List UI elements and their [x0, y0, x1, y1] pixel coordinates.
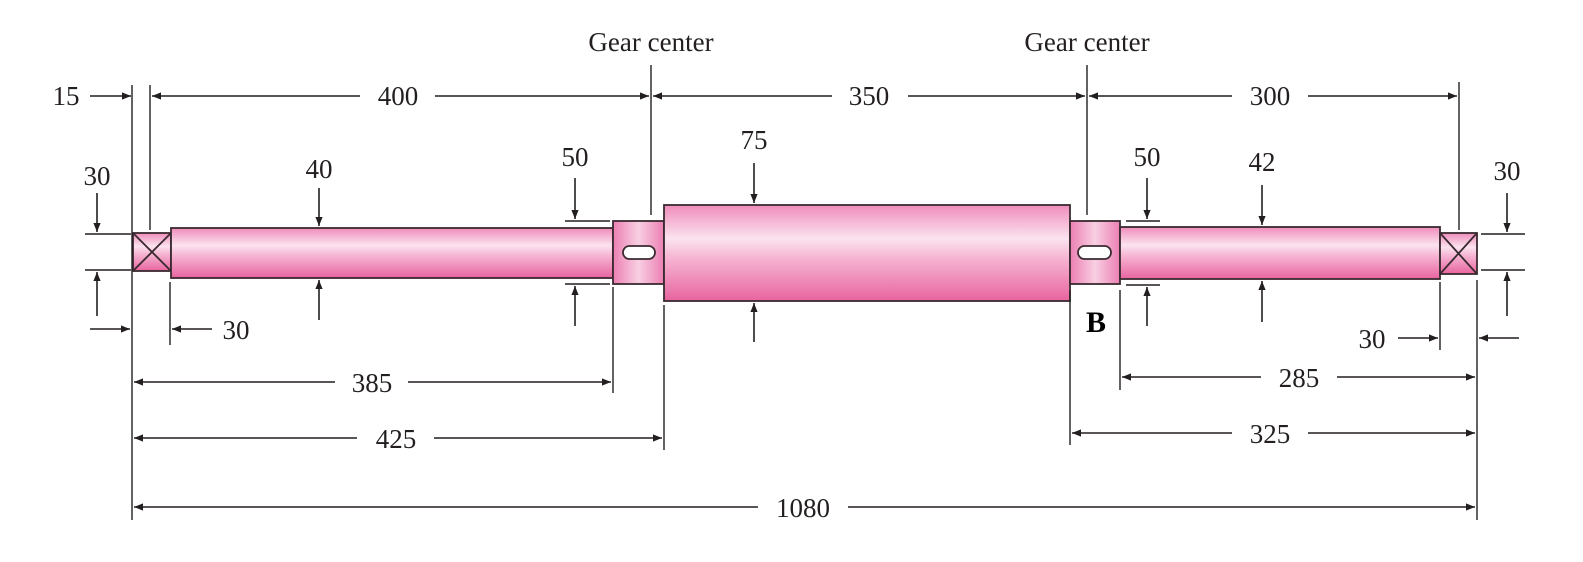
right-bearing-cross-2	[1439, 232, 1478, 275]
dimension-40-text: 40	[306, 154, 333, 184]
dimension-50-right-text: 50	[1134, 142, 1161, 172]
dimension-1080-text: 1080	[776, 493, 830, 523]
dimension-30-left-diameter-text: 30	[84, 161, 111, 191]
dimension-15-text: 15	[53, 81, 80, 111]
dimension-40: 40	[306, 154, 333, 320]
shaft	[132, 204, 1478, 302]
dimension-350-text: 350	[849, 81, 890, 111]
dimension-50-right: 50	[1134, 142, 1161, 326]
dimension-75: 75	[741, 125, 768, 342]
dimension-30-right-diameter: 30	[1494, 156, 1521, 316]
dimension-30-left-diameter: 30	[84, 161, 111, 316]
dimension-285: 285	[1122, 363, 1475, 393]
dimension-425: 425	[134, 424, 662, 454]
dimension-30-right-length: 30	[1359, 324, 1519, 354]
extension-lines	[85, 65, 1525, 520]
dimension-1080: 1080	[134, 493, 1475, 523]
dimension-400-text: 400	[378, 81, 419, 111]
point-b-label: B	[1086, 306, 1106, 339]
dimension-400: 400	[152, 81, 649, 111]
dimension-30-right-diameter-text: 30	[1494, 156, 1521, 186]
dimension-75-text: 75	[741, 125, 768, 155]
shaft-section-40	[170, 227, 614, 279]
dimension-385-text: 385	[352, 368, 393, 398]
dimension-385: 385	[134, 368, 611, 398]
dimension-42-text: 42	[1249, 147, 1276, 177]
dimension-50-left-text: 50	[562, 142, 589, 172]
left-bearing-cross-2	[132, 232, 172, 272]
dimension-42: 42	[1249, 147, 1276, 322]
dimension-350: 350	[653, 81, 1085, 111]
dimension-50-left: 50	[562, 142, 589, 326]
dimension-325: 325	[1072, 419, 1475, 449]
gear-center-right-label: Gear center	[1024, 27, 1149, 57]
dimension-15: 15	[53, 81, 131, 111]
gear-center-left-label: Gear center	[588, 27, 713, 57]
right-keyway	[1077, 245, 1112, 260]
shaft-section-42	[1119, 226, 1441, 280]
dimension-300-text: 300	[1250, 81, 1291, 111]
dimension-300: 300	[1089, 81, 1457, 111]
dimension-285-text: 285	[1279, 363, 1320, 393]
left-keyway	[622, 245, 656, 260]
dimension-30-left-length: 30	[90, 315, 250, 345]
dimension-325-text: 325	[1250, 419, 1291, 449]
shaft-section-75	[663, 204, 1071, 302]
dimension-30-right-length-text: 30	[1359, 324, 1386, 354]
dimension-425-text: 425	[376, 424, 417, 454]
dimension-30-left-length-text: 30	[223, 315, 250, 345]
